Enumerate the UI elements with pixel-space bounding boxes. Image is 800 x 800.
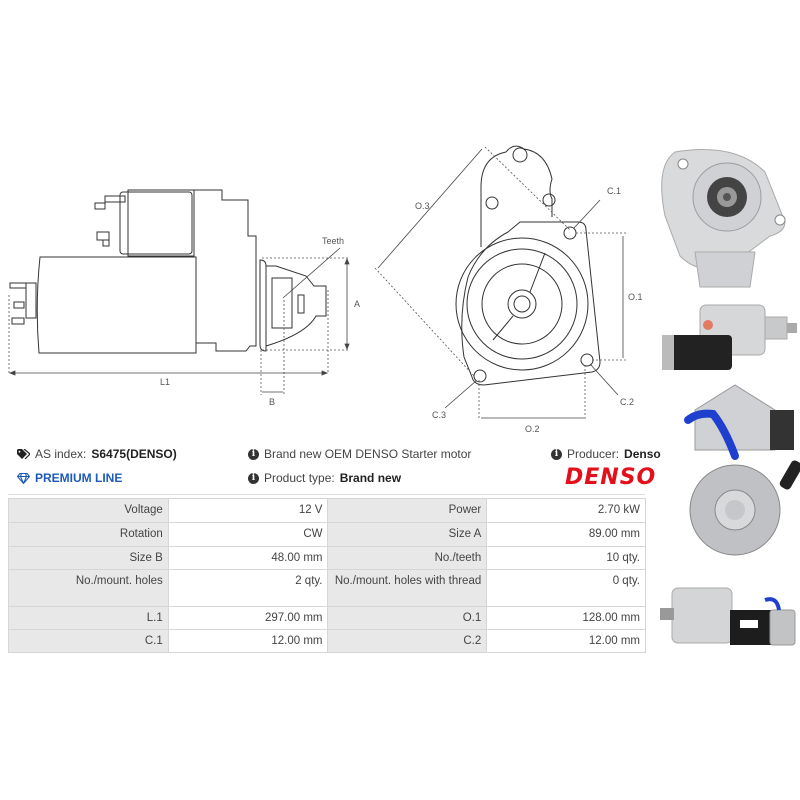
product-photo-side-bottom[interactable] (660, 570, 800, 655)
product-type-value: Brand new (339, 471, 402, 485)
premium-line-badge[interactable]: PREMIUM LINE (17, 471, 122, 485)
dim-c2-label: C.2 (620, 397, 634, 407)
info-icon: i (248, 472, 259, 484)
spec-key: C.1 (8, 629, 169, 653)
denso-logo: DENSO (565, 465, 657, 490)
as-index: AS index: S6475(DENSO) (17, 447, 177, 461)
tags-icon (17, 448, 30, 459)
producer: i Producer: Denso (551, 447, 661, 461)
dim-o3-label: O.3 (415, 201, 430, 211)
dim-o1-label: O.1 (628, 292, 643, 302)
spec-value: 12.00 mm (167, 629, 329, 653)
description-text: Brand new OEM DENSO Starter motor (264, 447, 472, 461)
spec-value: 12.00 mm (486, 629, 646, 653)
spec-value: CW (167, 522, 329, 547)
spec-key: Size A (327, 522, 488, 547)
dim-a-label: A (354, 299, 360, 309)
dim-c3-label: C.3 (432, 410, 446, 420)
spec-key: Size B (8, 546, 169, 570)
spec-key: C.2 (327, 629, 488, 653)
spec-value: 89.00 mm (486, 522, 646, 547)
dim-b-label: B (269, 397, 275, 407)
specs-table: Voltage 12 V Power 2.70 kW Rotation CW S… (8, 498, 646, 653)
spec-key: Rotation (8, 522, 169, 547)
producer-label: Producer: (567, 447, 620, 461)
spec-key: No./mount. holes with thread (327, 569, 488, 607)
spec-key: L.1 (8, 606, 169, 630)
spec-value: 297.00 mm (167, 606, 329, 630)
table-row: L.1 297.00 mm O.1 128.00 mm (8, 606, 646, 630)
spec-value: 10 qty. (486, 546, 646, 570)
spec-value: 12 V (167, 498, 329, 523)
as-index-value: S6475(DENSO) (91, 447, 177, 461)
description: i Brand new OEM DENSO Starter motor (248, 447, 471, 461)
spec-key: Power (327, 498, 488, 523)
product-photo-rear[interactable] (670, 380, 800, 560)
table-row: Rotation CW Size A 89.00 mm (8, 522, 646, 547)
table-row: No./mount. holes 2 qty. No./mount. holes… (8, 569, 646, 607)
spec-key: O.1 (327, 606, 488, 630)
spec-key: Voltage (8, 498, 169, 523)
spec-value: 0 qty. (486, 569, 646, 607)
spec-key: No./teeth (327, 546, 488, 570)
product-photo-front[interactable] (655, 142, 795, 292)
diamond-icon (17, 472, 30, 484)
info-icon: i (551, 448, 562, 460)
table-row: Size B 48.00 mm No./teeth 10 qty. (8, 546, 646, 570)
premium-line-label: PREMIUM LINE (35, 471, 123, 485)
spec-value: 128.00 mm (486, 606, 646, 630)
spec-value: 2.70 kW (486, 498, 646, 523)
as-index-label: AS index: (35, 447, 87, 461)
front-view-drawing: O.3 C.1 O.1 C.3 C.2 O.2 (374, 145, 643, 434)
side-view-drawing: Teeth A L1 B (8, 189, 360, 407)
spec-value: 2 qty. (167, 569, 329, 607)
dim-l1-label: L1 (160, 377, 170, 387)
product-type-label: Product type: (264, 471, 335, 485)
producer-value: Denso (624, 447, 661, 461)
dim-c1-label: C.1 (607, 186, 621, 196)
product-type: i Product type: Brand new (248, 471, 401, 485)
spec-value: 48.00 mm (167, 546, 329, 570)
divider (8, 494, 645, 495)
table-row: C.1 12.00 mm C.2 12.00 mm (8, 629, 646, 653)
teeth-label: Teeth (322, 236, 344, 246)
dim-o2-label: O.2 (525, 424, 540, 434)
info-icon: i (248, 448, 259, 460)
product-photo-side-top[interactable] (660, 295, 800, 375)
spec-key: No./mount. holes (8, 569, 169, 607)
table-row: Voltage 12 V Power 2.70 kW (8, 498, 646, 523)
